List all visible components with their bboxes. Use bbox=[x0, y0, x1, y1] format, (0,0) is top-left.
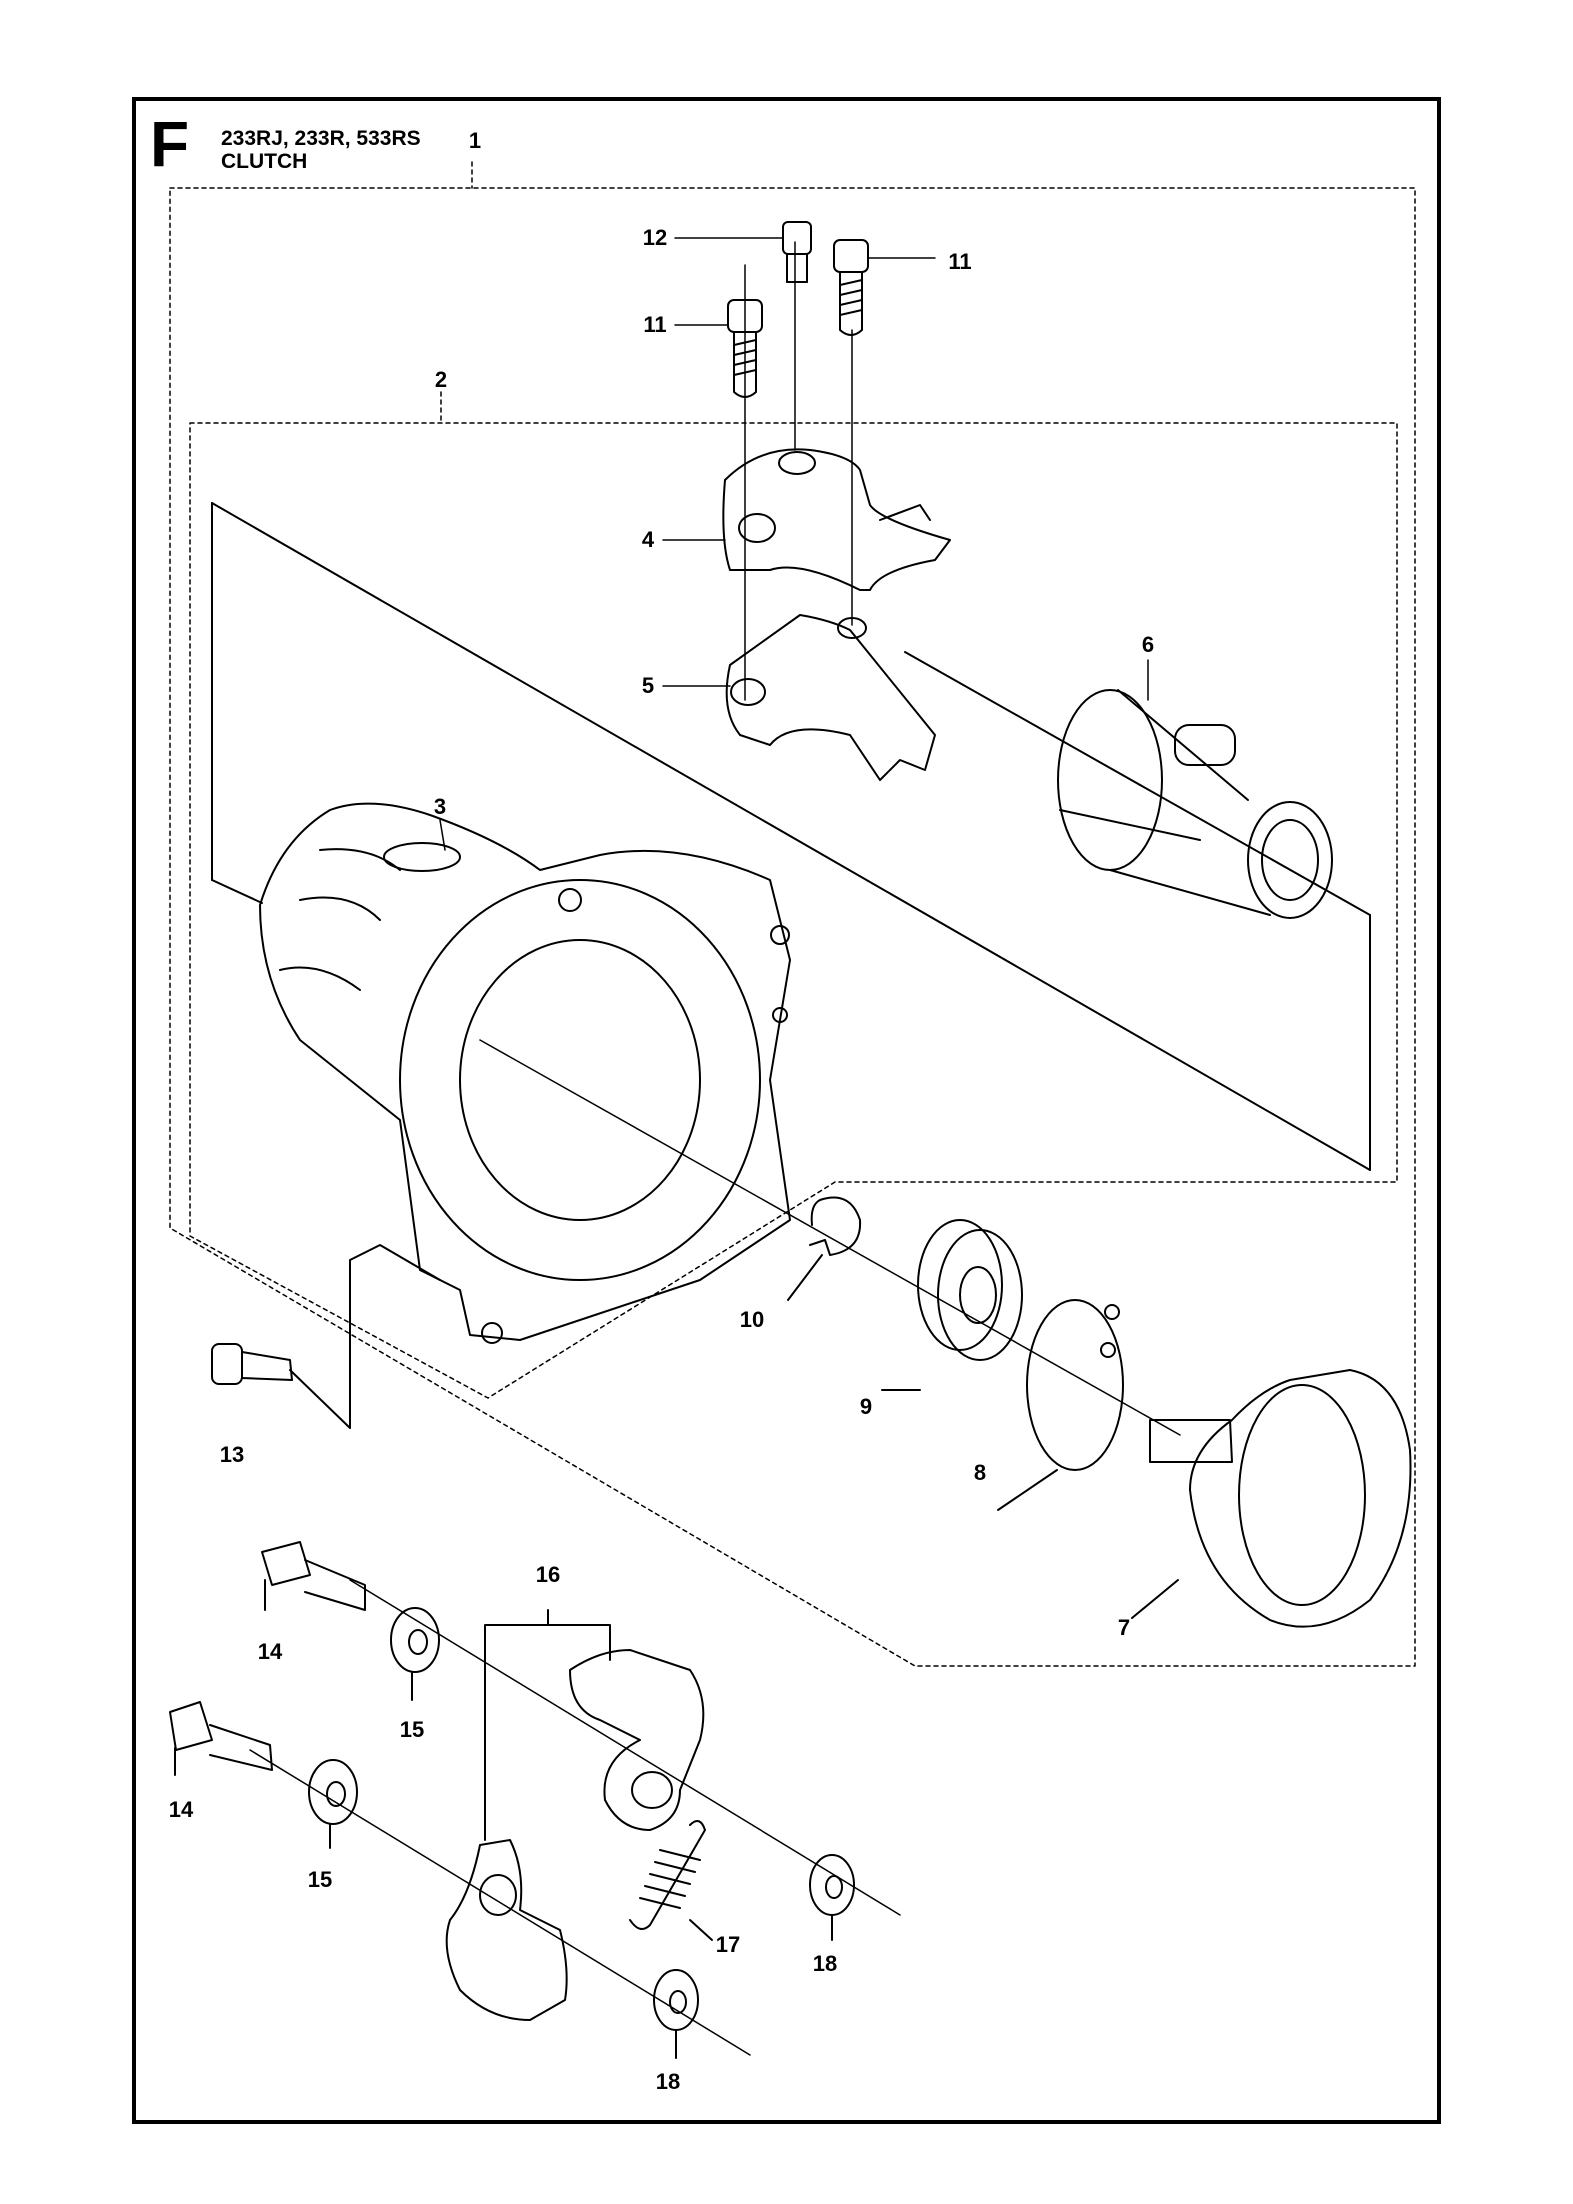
group-outline-1 bbox=[169, 161, 1416, 1667]
callout-15-upper: 15 bbox=[399, 1717, 425, 1742]
washer-part-15-upper-icon bbox=[390, 1607, 440, 1701]
bolt-part-14-lower-icon bbox=[169, 1701, 273, 1776]
callout-14-upper: 14 bbox=[257, 1639, 283, 1664]
circlip-part-10-icon bbox=[787, 1196, 862, 1301]
bolt-part-14-upper-icon bbox=[261, 1541, 366, 1611]
group-outline-2 bbox=[189, 391, 1398, 1399]
washer-part-18-right-icon bbox=[809, 1854, 855, 1941]
clutch-shoe-part-16-upper bbox=[569, 1649, 705, 1831]
clutch-drum-part-7 bbox=[1131, 1369, 1412, 1628]
axis-lines bbox=[249, 241, 1181, 2056]
callout-9: 9 bbox=[859, 1394, 873, 1419]
clutch-shoe-part-16-lower bbox=[445, 1839, 568, 2021]
sub-assembly-bracket bbox=[211, 502, 1371, 1171]
callout-11-left: 11 bbox=[643, 312, 667, 337]
bearing-part-9-icon bbox=[881, 1219, 1023, 1391]
screw-11-right-icon bbox=[833, 239, 869, 336]
callout-5: 5 bbox=[641, 673, 655, 698]
screw-11-left-icon bbox=[727, 299, 763, 398]
callout-3: 3 bbox=[433, 794, 447, 819]
section-letter: F bbox=[150, 108, 190, 180]
washer-part-15-lower-icon bbox=[308, 1759, 358, 1849]
model-list: 233RJ, 233R, 533RS bbox=[221, 127, 421, 150]
callout-12: 12 bbox=[642, 225, 668, 250]
callout-14-lower: 14 bbox=[168, 1797, 194, 1822]
callout-15-lower: 15 bbox=[307, 1867, 333, 1892]
callout-18-lower: 18 bbox=[655, 2069, 681, 2094]
housing-part-3 bbox=[259, 802, 791, 1344]
callout-13: 13 bbox=[219, 1442, 245, 1467]
callout-7: 7 bbox=[1117, 1615, 1131, 1640]
bracket-part-16 bbox=[484, 1609, 611, 1841]
retaining-ring-part-8-icon bbox=[997, 1299, 1124, 1511]
lower-clamp-part-5 bbox=[725, 614, 936, 781]
callout-6: 6 bbox=[1141, 632, 1155, 657]
callout-18-right: 18 bbox=[812, 1951, 838, 1976]
assembly-title: CLUTCH bbox=[221, 150, 308, 173]
washer-part-18-lower-icon bbox=[653, 1969, 699, 2059]
screw-12-icon bbox=[782, 221, 812, 283]
leader-lines bbox=[439, 237, 1149, 851]
callout-1: 1 bbox=[468, 128, 482, 153]
sleeve-part-6 bbox=[1057, 689, 1333, 919]
bolt-part-13-icon bbox=[211, 1244, 441, 1429]
drawing-frame bbox=[132, 97, 1441, 2124]
callout-17: 17 bbox=[715, 1932, 741, 1957]
callout-16: 16 bbox=[535, 1562, 561, 1587]
callout-2: 2 bbox=[434, 367, 448, 392]
callout-11-right: 11 bbox=[948, 249, 972, 274]
callout-8: 8 bbox=[973, 1460, 987, 1485]
upper-clamp-part-4 bbox=[722, 448, 951, 591]
spring-part-17-icon bbox=[629, 1820, 713, 1941]
callout-4: 4 bbox=[641, 527, 655, 552]
callout-10: 10 bbox=[739, 1307, 765, 1332]
